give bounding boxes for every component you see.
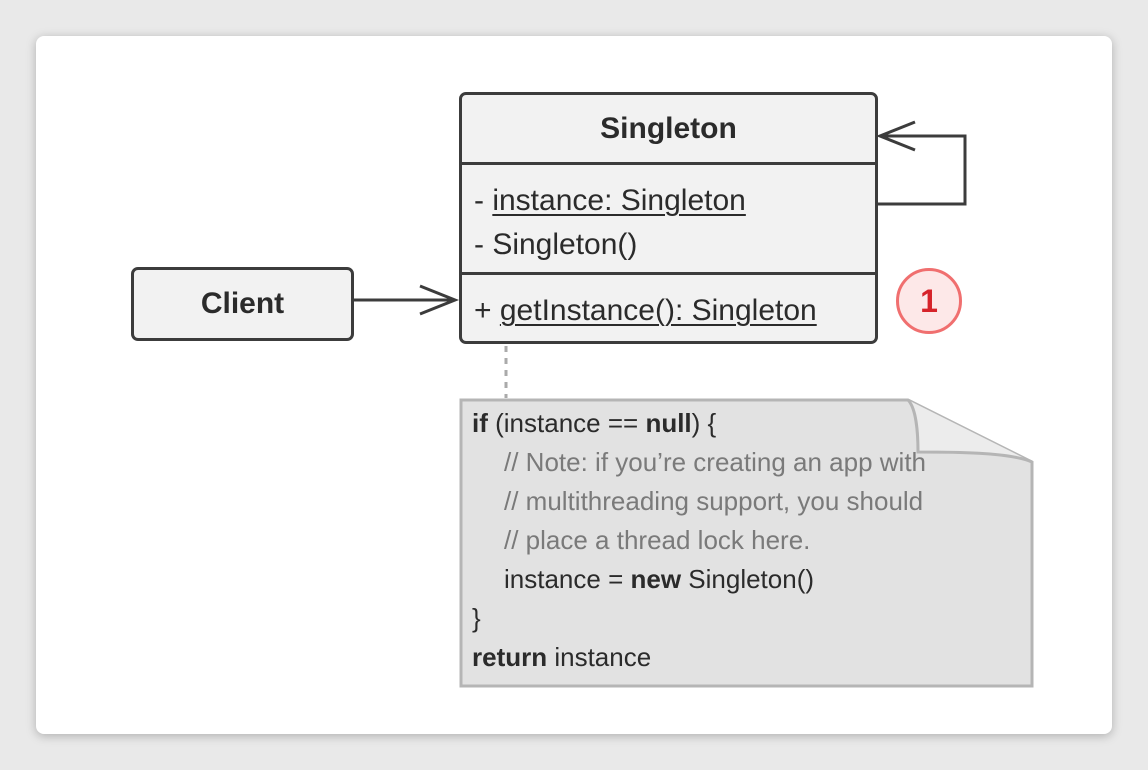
step-badge: 1 bbox=[896, 268, 962, 334]
class-name-section: Singleton bbox=[462, 95, 875, 165]
attr-instance-text: instance: Singleton bbox=[492, 184, 746, 217]
self-loop-line bbox=[878, 134, 967, 206]
note-shape bbox=[459, 398, 1034, 688]
note-fold bbox=[906, 398, 1033, 464]
method-visibility: + bbox=[474, 294, 500, 327]
kw-new: new bbox=[630, 564, 682, 594]
singleton-class-box: Singleton - instance: Singleton - Single… bbox=[459, 92, 878, 344]
code-close-brace: } bbox=[472, 603, 481, 633]
code-line-assign: instance = new Singleton() bbox=[472, 560, 1012, 599]
step-number: 1 bbox=[920, 282, 938, 319]
class-title: Singleton bbox=[600, 111, 737, 145]
kw-return: return bbox=[472, 642, 548, 672]
code-line-if: if (instance == null) { bbox=[472, 404, 1012, 443]
assign-lhs: instance = bbox=[504, 564, 631, 594]
kw-if: if bbox=[472, 408, 488, 438]
method-getinstance: + getInstance(): Singleton bbox=[474, 289, 875, 333]
code-note: if (instance == null) { // Note: if you’… bbox=[472, 404, 1012, 677]
cond-close: ) { bbox=[691, 408, 717, 438]
client-arrowhead bbox=[419, 284, 460, 316]
return-value: instance bbox=[547, 642, 652, 672]
assign-rhs: Singleton() bbox=[681, 564, 815, 594]
attr-instance: - instance: Singleton bbox=[474, 179, 875, 223]
client-label: Client bbox=[200, 287, 285, 320]
kw-null: null bbox=[645, 408, 692, 438]
self-loop-arrowhead bbox=[875, 120, 916, 152]
code-comment-3: // place a thread lock here. bbox=[504, 525, 811, 555]
attr-visibility: - bbox=[474, 184, 493, 217]
cond-open: (instance == bbox=[487, 408, 646, 438]
client-box: Client bbox=[131, 267, 354, 341]
code-line-return: return instance bbox=[472, 638, 1012, 677]
methods-section: + getInstance(): Singleton bbox=[462, 275, 875, 341]
code-comment-1: // Note: if you’re creating an app with bbox=[504, 447, 927, 477]
attributes-section: - instance: Singleton - Singleton() bbox=[462, 165, 875, 275]
method-text: getInstance(): Singleton bbox=[499, 294, 817, 327]
code-comment-2: // multithreading support, you should bbox=[504, 486, 924, 516]
ctor-line: - Singleton() bbox=[474, 228, 638, 261]
